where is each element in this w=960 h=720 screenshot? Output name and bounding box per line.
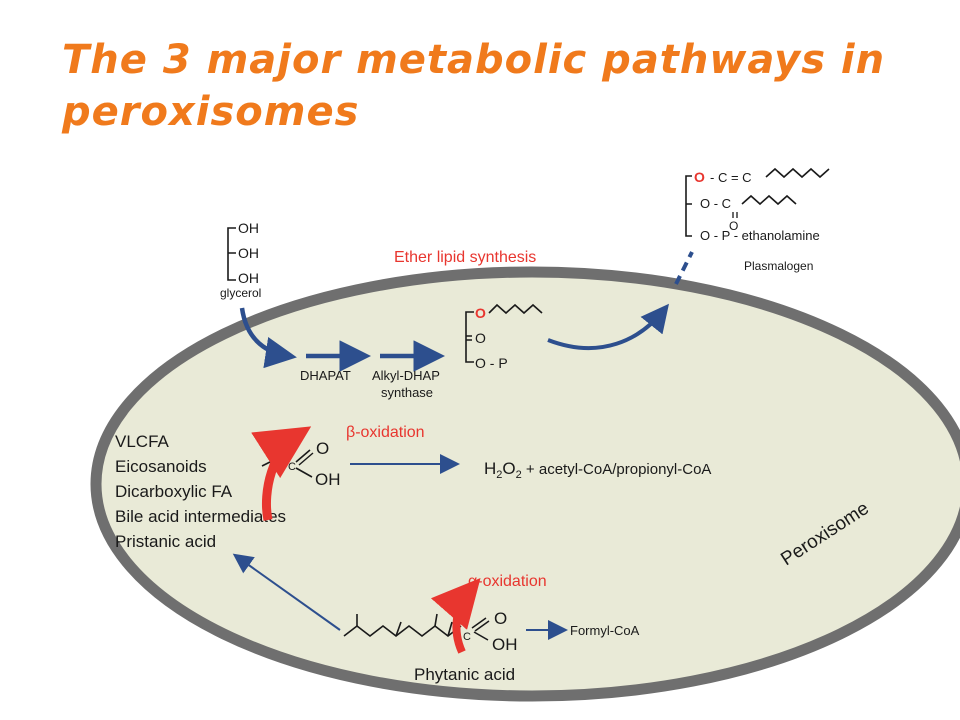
alkyl-dhap-synthase-label-1: Alkyl-DHAP: [372, 368, 440, 383]
formyl-coa-label: Formyl-CoA: [570, 623, 640, 638]
beta-substrate-2: Dicarboxylic FA: [115, 482, 233, 501]
plasmalogen-carbonyl-oxygen: O: [729, 219, 738, 233]
beta-acid-carbon: C: [288, 461, 296, 473]
ether-lipid-synthesis-title: Ether lipid synthesis: [394, 249, 536, 266]
glycerol-oh-2: OH: [238, 245, 259, 261]
plasmalogen-export-dash: [674, 251, 694, 285]
beta-substrate-1: Eicosanoids: [115, 457, 207, 476]
phytanic-chain: [343, 624, 462, 638]
alpha-oxidation-title: α-oxidation: [468, 573, 547, 590]
alpha-acid-carbon: C: [463, 631, 471, 643]
glycerol-structure: OH OH OH glycerol: [220, 220, 261, 300]
dhapat-label: DHAPAT: [300, 368, 351, 383]
beta-acid-hydroxyl: OH: [315, 470, 341, 489]
beta-acid-oxygen: O: [316, 439, 329, 458]
intermediate-phosphate: O - P: [475, 355, 508, 371]
beta-oxidation-red-arrow: [251, 426, 312, 521]
glycerol-label: glycerol: [220, 286, 261, 300]
beta-substrate-list: VLCFA Eicosanoids Dicarboxylic FA Bile a…: [115, 432, 286, 551]
peroxisome-membrane: [90, 266, 960, 702]
plasmalogen-ether-oxygen: O: [694, 169, 705, 185]
plasmalogen-ester: O - C: [700, 196, 731, 211]
pristanic-return-arrow: [232, 553, 341, 631]
glycerol-oh-1: OH: [238, 220, 259, 236]
alpha-acid-oxygen: O: [494, 609, 507, 628]
plasmalogen-export-arrow: [547, 303, 670, 350]
alkyl-dhap-synthase-label-2: synthase: [381, 385, 433, 400]
glycerol-oh-3: OH: [238, 270, 259, 286]
plasmalogen-structure: O - C = C O - C O O - P - ethanolamine P…: [685, 167, 830, 273]
intermediate-keto-oxygen: O: [475, 330, 486, 346]
beta-products: H2O2 + acetyl-CoA/propionyl-CoA: [484, 459, 711, 481]
plasmalogen-chain-2: [741, 194, 797, 206]
glycerol-entry-arrow: [239, 307, 297, 369]
plasmalogen-vinyl-bond: - C = C: [710, 170, 752, 185]
intermediate-ether-oxygen: O: [475, 305, 486, 321]
intermediate-alkyl-chain: [488, 303, 543, 315]
plasmalogen-headgroup: O - P - ethanolamine: [700, 228, 820, 243]
plasmalogen-label: Plasmalogen: [744, 259, 813, 273]
beta-oxidation-title: β-oxidation: [346, 424, 425, 441]
beta-substrate-4: Pristanic acid: [115, 532, 216, 551]
beta-substrate-3: Bile acid intermediates: [115, 507, 286, 526]
phytanic-acid-label: Phytanic acid: [414, 665, 515, 684]
plasmalogen-chain-1: [765, 167, 830, 179]
alpha-oxidation-red-arrow: [430, 577, 481, 654]
alpha-acid-hydroxyl: OH: [492, 635, 518, 654]
beta-substrate-0: VLCFA: [115, 432, 170, 451]
alkyl-dhap-intermediate: O O O - P: [465, 303, 543, 371]
slide-title: The 3 major metabolic pathways in peroxi…: [62, 37, 886, 135]
